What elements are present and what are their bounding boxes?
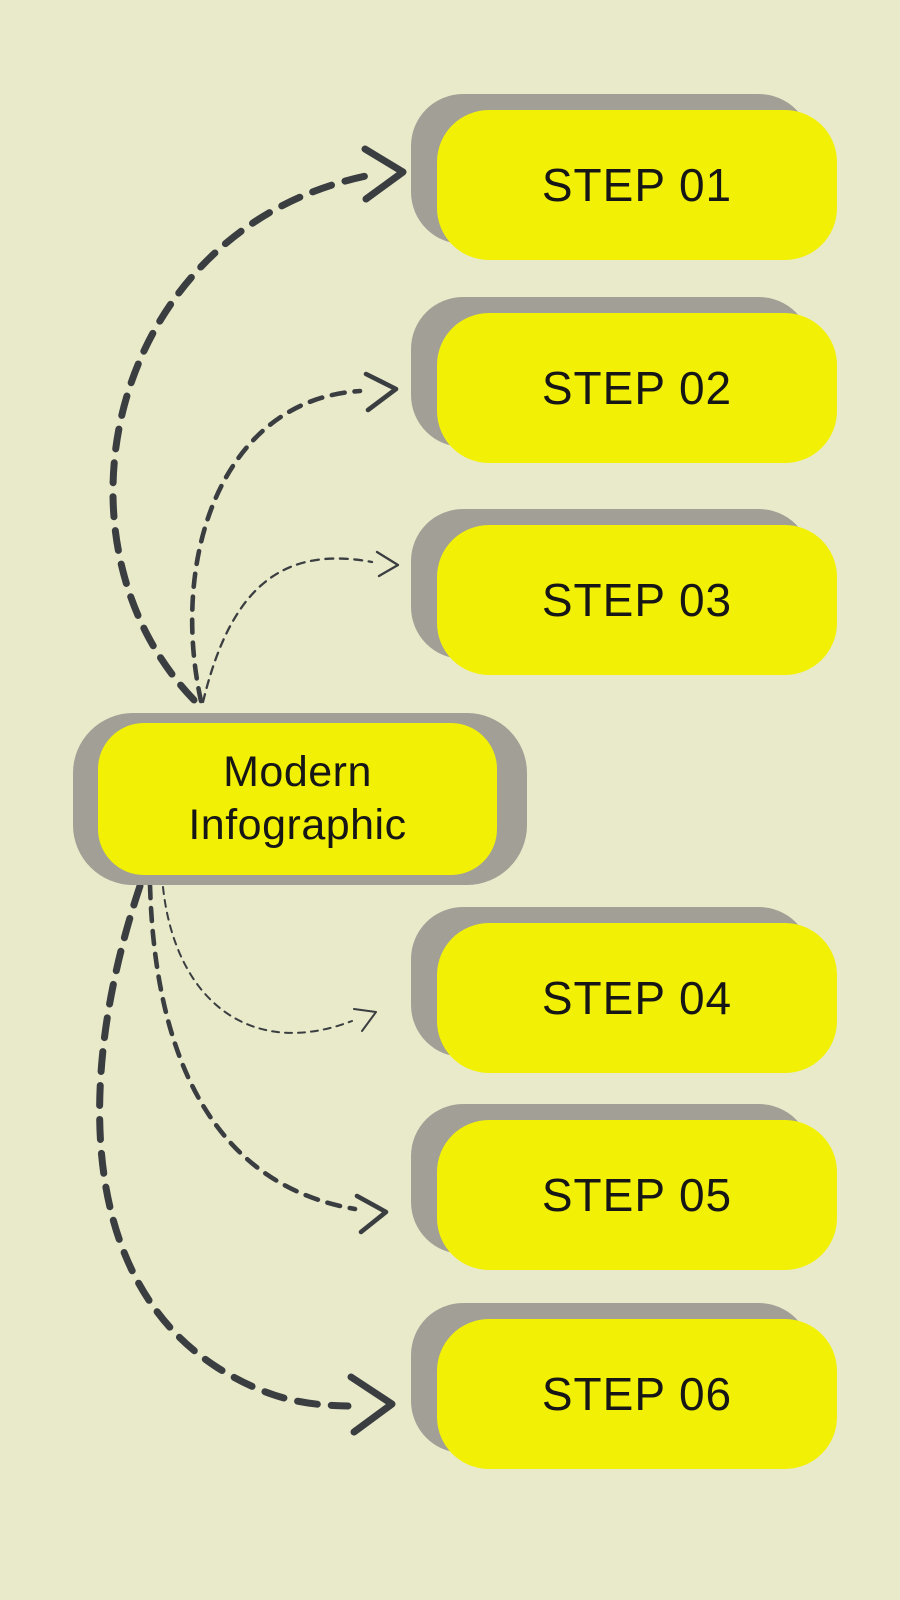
arrow-to-step-06 [96,882,352,1410]
step-05-label: STEP 05 [541,1169,733,1221]
arrow-to-step-01 [109,172,370,704]
title-line-2: Infographic [188,801,407,849]
step-06-label: STEP 06 [541,1368,733,1420]
arrow-to-step-02 [189,388,363,704]
step-01-label: STEP 01 [541,159,733,211]
center-title-box: Modern Infographic [98,723,497,875]
arrowhead-step-06-icon [347,1373,396,1436]
title-line-1: Modern [223,748,372,797]
step-03-label: STEP 03 [541,574,733,626]
center-title-frame: Modern Infographic [73,713,527,885]
arrow-to-step-05 [147,882,358,1212]
step-06-box: STEP 06 [437,1319,837,1469]
step-04-label: STEP 04 [541,972,733,1024]
arrow-to-step-03 [201,557,374,704]
arrowhead-step-01-icon [361,145,407,203]
arrowhead-step-02-icon [363,371,399,413]
arrowhead-step-05-icon [354,1193,389,1235]
step-02-box: STEP 02 [437,313,837,463]
step-02-label: STEP 02 [541,362,733,414]
arrowhead-step-04-icon [353,1008,377,1032]
arrowhead-step-03-icon [375,550,400,578]
arrow-to-step-04 [162,886,353,1034]
step-04-box: STEP 04 [437,923,837,1073]
step-03-box: STEP 03 [437,525,837,675]
step-01-box: STEP 01 [437,110,837,260]
step-05-box: STEP 05 [437,1120,837,1270]
